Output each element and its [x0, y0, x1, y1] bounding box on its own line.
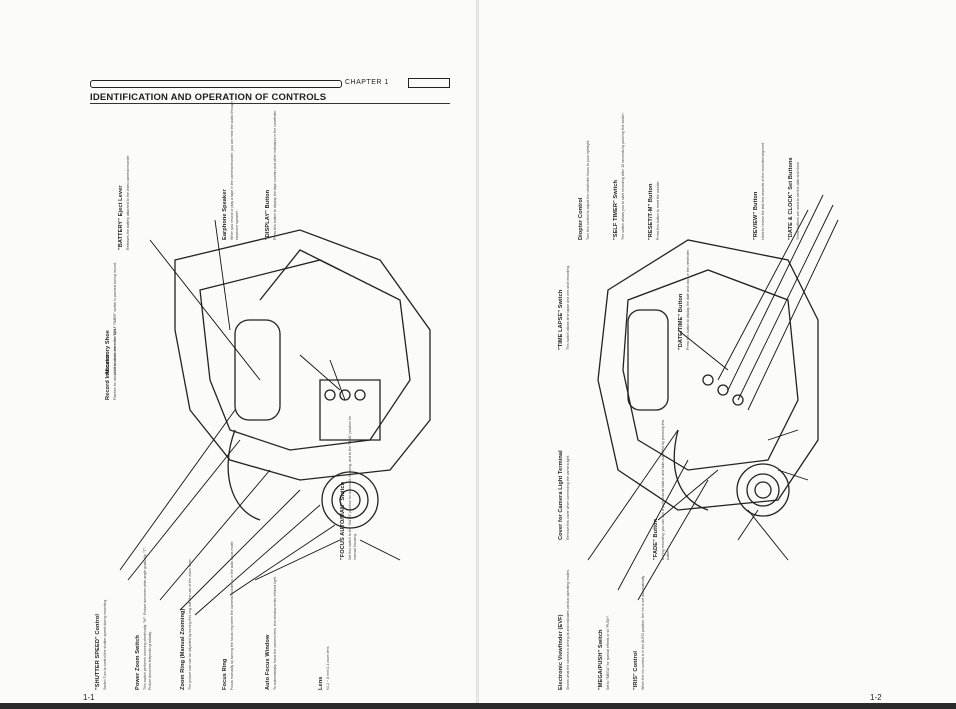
page-number-right: 1-2	[870, 693, 882, 702]
right-page: 1-2 Electronic Vie	[478, 0, 956, 709]
page-fold	[476, 0, 479, 709]
label-zoom-ring: Zoom Ring (Manual Zooming)The picture si…	[180, 558, 192, 690]
camera-illustration-right	[587, 194, 839, 601]
label-evf: Electronic Viewfinder (EVF)Shows what th…	[558, 568, 570, 690]
page-title: IDENTIFICATION AND OPERATION OF CONTROLS	[90, 92, 327, 103]
chapter-bar	[90, 80, 342, 88]
scan-edge	[0, 703, 956, 709]
page-number-left: 1-1	[83, 693, 95, 702]
camera-illustration-left	[119, 219, 431, 616]
chapter-tab	[408, 78, 450, 88]
chapter-label: CHAPTER 1	[345, 79, 389, 86]
title-rule	[90, 103, 450, 104]
left-page: CHAPTER 1 IDENTIFICATION AND OPERATION O…	[83, 78, 450, 702]
